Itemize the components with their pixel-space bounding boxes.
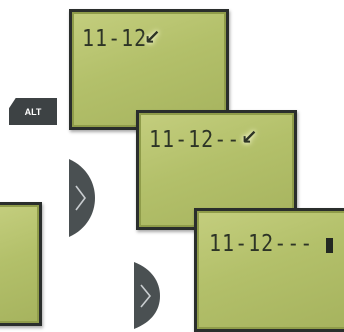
enter-arrow-icon: ↙ <box>144 25 161 49</box>
enter-arrow-icon: ↙ <box>241 125 258 149</box>
next-arrow-icon <box>69 159 95 237</box>
next-arrow-icon <box>134 262 160 329</box>
lcd-screen-partial <box>0 202 42 326</box>
lcd-display-text: 11-12--- <box>209 229 314 257</box>
lcd-display-text: 11-12--- <box>149 125 254 153</box>
lcd-screen-3: 11-12--- <box>194 208 344 332</box>
alt-key[interactable]: ALT <box>9 98 57 125</box>
lcd-display-text: 11-12 <box>82 24 148 52</box>
alt-key-label: ALT <box>24 106 42 117</box>
block-cursor <box>326 238 333 253</box>
lcd-screen-1: 11-12 ↙ <box>69 9 229 130</box>
